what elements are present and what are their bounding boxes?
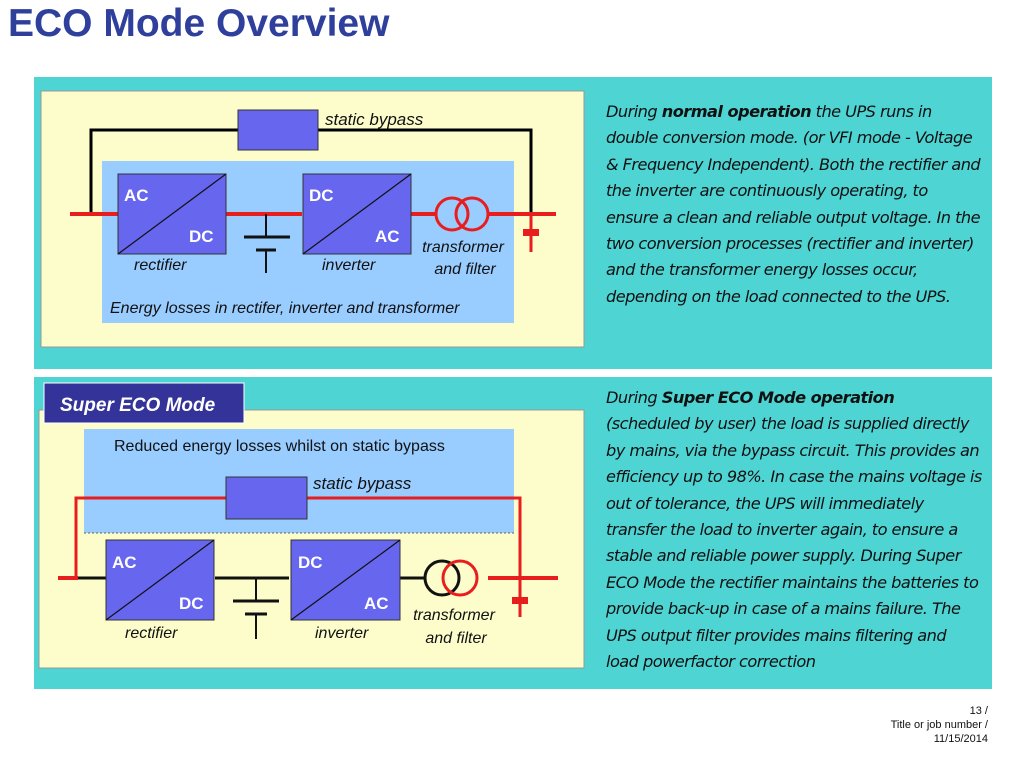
rectifier-ac-label: AC [124,186,149,205]
super-eco-diagram: Super ECO Mode Reduced energy losses whi… [38,382,585,669]
inverter-dc-label: DC [309,186,334,205]
bypass-line-in [89,128,238,214]
bypass-line-out [318,128,533,214]
desc-body: (scheduled by user) the load is supplied… [606,414,982,672]
rectifier-diagonal [105,539,215,621]
transformer-label-2: and filter [434,261,496,278]
super-eco-panel: Super ECO Mode Reduced energy losses whi… [34,377,992,689]
rectifier-label: rectifier [134,257,187,274]
inverter-diagonal [290,539,401,621]
inverter-ac-label: AC [364,594,389,613]
desc-emphasis: Super ECO Mode operation [661,388,895,407]
transformer-coil-left [434,196,470,232]
footer-date: 11/15/2014 [933,733,988,745]
transformer-coil-right [441,559,479,597]
static-bypass-block [225,476,308,520]
super-eco-badge [43,382,245,424]
normal-operation-diagram: static bypass AC DC rectifier DC AC inve… [40,90,585,348]
normal-operation-panel: static bypass AC DC rectifier DC AC inve… [34,77,992,369]
desc-body: the UPS runs in double conversion mode. … [606,102,981,306]
energy-losses-caption: Energy losses in rectifer, inverter and … [110,300,460,317]
bypass-line-in [74,496,226,578]
static-bypass-label: static bypass [325,110,424,129]
inverter-label: inverter [315,625,369,642]
bypass-line-out [307,496,522,578]
job-title: Title or job number / [890,719,988,731]
rectifier-dc-label: DC [189,227,214,246]
transformer-label-1: transformer [413,607,495,624]
desc-emphasis: normal operation [661,102,812,121]
output-breaker [512,597,528,604]
page-title: ECO Mode Overview [8,2,390,45]
super-eco-description: During Super ECO Mode operation (schedul… [606,385,982,675]
transformer-label-1: transformer [422,239,504,256]
rectifier-dc-label: DC [179,594,204,613]
page-number: 13 / [969,705,988,717]
static-bypass-block [237,109,319,151]
transformer-label-2: and filter [425,630,487,647]
transformer-coil-right [454,196,490,232]
desc-intro: During [606,102,662,121]
rectifier-diagonal [117,173,227,255]
desc-intro: During [606,388,662,407]
static-bypass-label: static bypass [313,474,412,493]
super-eco-badge-label: Super ECO Mode [60,395,216,416]
output-breaker [523,229,539,236]
inverter-ac-label: AC [375,227,400,246]
rectifier-label: rectifier [125,625,178,642]
reduced-losses-caption: Reduced energy losses whilst on static b… [114,438,445,455]
inverter-dc-label: DC [298,553,323,572]
rectifier-ac-label: AC [112,553,137,572]
inverter-label: inverter [322,257,376,274]
transformer-coil-left [423,559,461,597]
slide-footer: 13 / Title or job number / 11/15/2014 [891,704,988,746]
normal-operation-description: During normal operation the UPS runs in … [606,99,982,310]
inverter-diagonal [302,173,412,255]
